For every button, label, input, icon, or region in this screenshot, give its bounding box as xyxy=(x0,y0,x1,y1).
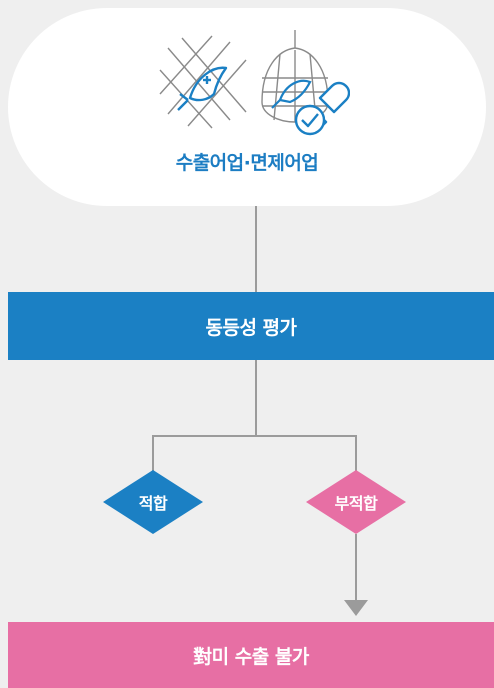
pass-decision-label: 적합 xyxy=(138,494,168,513)
fishery-icons xyxy=(150,28,351,138)
fishing-net-icon xyxy=(159,35,247,129)
fishery-title: 수출어업·면제어업 xyxy=(175,152,319,174)
arrow-down-icon xyxy=(344,600,368,616)
equivalence-assessment-bar: 동등성 평가 xyxy=(8,292,494,360)
connector-mid xyxy=(255,360,257,436)
export-prohibited-bar: 對미 수출 불가 xyxy=(8,622,494,688)
equivalence-assessment-label: 동등성 평가 xyxy=(205,316,297,339)
fishery-panel xyxy=(8,8,486,206)
connector-fail xyxy=(355,435,357,473)
fish-trap-icon xyxy=(261,30,329,123)
export-prohibited-label: 對미 수출 불가 xyxy=(193,645,309,668)
fail-decision-label: 부적합 xyxy=(334,494,378,513)
approval-stamp-icon xyxy=(294,81,351,136)
connector-top xyxy=(255,206,257,292)
connector-branch xyxy=(152,435,357,437)
fail-decision: 부적합 xyxy=(306,470,406,534)
connector-pass xyxy=(152,435,154,473)
connector-result xyxy=(355,534,357,602)
pass-decision: 적합 xyxy=(103,470,203,534)
